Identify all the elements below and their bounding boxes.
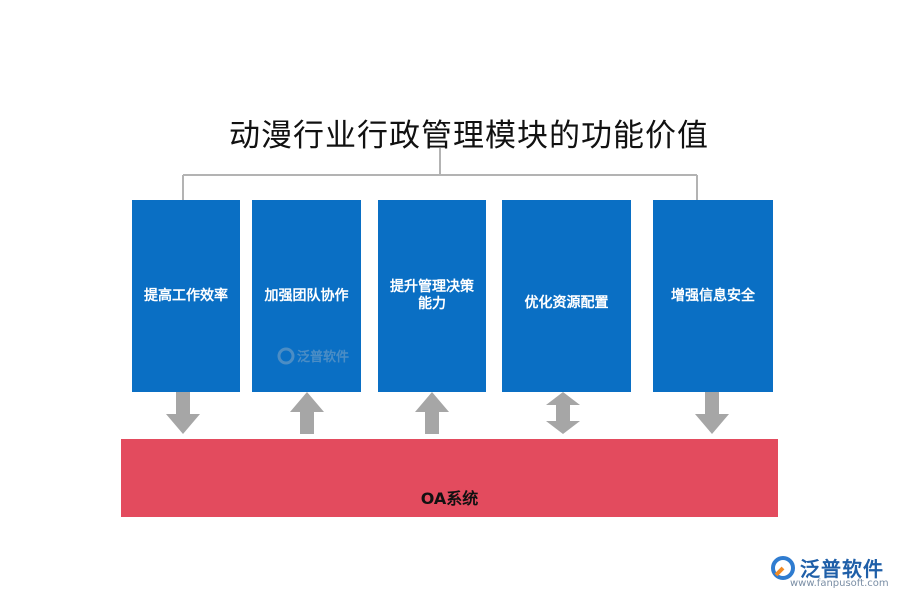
arrow-up-icon [415, 392, 449, 434]
oa-system-bar: OA系统 [121, 439, 778, 517]
diagram-title: 动漫行业行政管理模块的功能价值 [229, 118, 709, 154]
value-box-1: 提高工作效率 [132, 200, 240, 392]
watermark: 泛普软件 [277, 346, 349, 365]
brand-logo: 泛普软件 [770, 553, 884, 582]
arrow-down-icon [166, 392, 200, 434]
brand-url: www.fanpusoft.com [790, 578, 889, 589]
connector-bracket [182, 148, 698, 200]
arrow-up-icon [290, 392, 324, 434]
oa-system-label: OA系统 [420, 489, 479, 508]
fanpu-logo-icon [771, 555, 795, 580]
value-box-3: 提升管理决策能力 [378, 200, 486, 392]
value-box-label: 优化资源配置 [524, 294, 609, 311]
arrow-down-icon [695, 392, 729, 434]
value-box-label: 加强团队协作 [264, 287, 349, 304]
value-box-label: 提高工作效率 [144, 287, 228, 304]
value-box-label: 增强信息安全 [671, 287, 755, 304]
value-box-label: 提升管理决策能力 [390, 279, 474, 312]
value-box-2: 加强团队协作 [252, 200, 361, 392]
value-box-4: 优化资源配置 [502, 200, 631, 392]
value-box-5: 增强信息安全 [653, 200, 773, 392]
arrow-bidirectional-icon [546, 392, 580, 434]
watermark-logo-icon [277, 347, 295, 364]
